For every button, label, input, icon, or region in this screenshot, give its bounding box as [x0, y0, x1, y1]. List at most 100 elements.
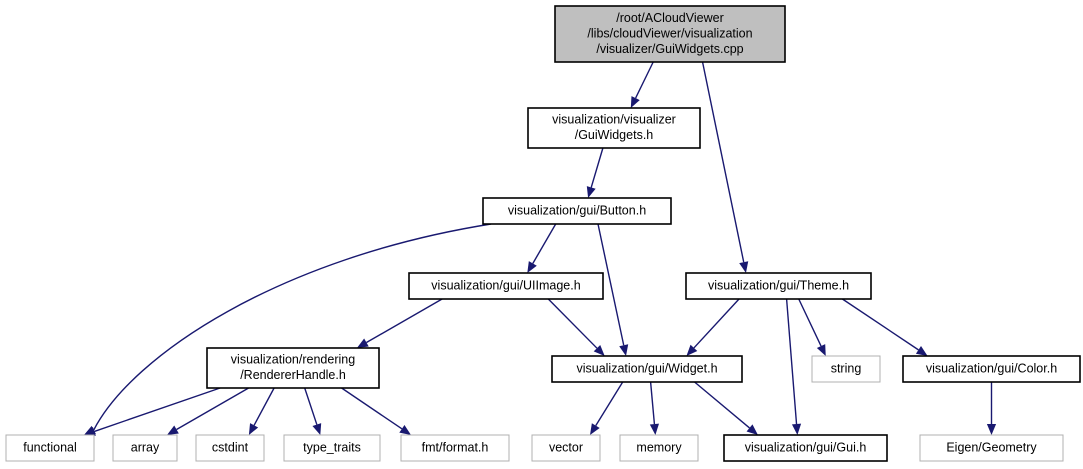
- graph-edge-widget_h-to-vector: [595, 381, 624, 427]
- graph-edge-arrowhead: [791, 423, 802, 435]
- graph-node-rendererhandle_h[interactable]: visualization/rendering/RendererHandle.h: [206, 347, 380, 389]
- graph-edge-arrowhead: [619, 344, 629, 356]
- graph-node-button_h[interactable]: visualization/gui/Button.h: [482, 197, 672, 225]
- graph-edge-arrowhead: [356, 338, 369, 348]
- graph-edge-arrowhead: [686, 344, 698, 356]
- graph-edge-rendererhandle_h-to-cstdint: [253, 387, 275, 426]
- graph-edge-arrowhead: [593, 344, 605, 356]
- graph-edge-arrowhead: [746, 424, 758, 435]
- graph-node-guiwidgets_h[interactable]: visualization/visualizer/GuiWidgets.h: [527, 107, 701, 149]
- graph-node-string[interactable]: string: [811, 355, 881, 383]
- node-label: Eigen/Geometry: [946, 440, 1037, 454]
- node-box[interactable]: [408, 272, 604, 300]
- node-label: functional: [23, 440, 77, 454]
- node-box[interactable]: [902, 355, 1081, 383]
- graph-edge-rendererhandle_h-to-array: [176, 387, 249, 431]
- graph-node-cstdint[interactable]: cstdint: [195, 434, 265, 462]
- graph-edge-guiwidgets_h-to-button_h: [590, 147, 604, 188]
- node-label: visualization/gui/Widget.h: [576, 361, 717, 375]
- node-label: /GuiWidgets.h: [575, 128, 654, 142]
- node-label: visualization/gui/Theme.h: [708, 278, 849, 292]
- node-label: vector: [549, 440, 583, 454]
- graph-edge-root-to-guiwidgets_h: [634, 61, 654, 99]
- node-label: /visualizer/GuiWidgets.cpp: [596, 42, 743, 56]
- graph-edge-arrowhead: [527, 261, 537, 273]
- graph-node-array[interactable]: array: [112, 434, 178, 462]
- node-box[interactable]: [112, 434, 178, 462]
- graph-edge-rendererhandle_h-to-type_traits: [304, 387, 318, 425]
- node-label: visualization/visualizer: [552, 113, 676, 127]
- graph-edge-uiimage_h-to-widget_h: [547, 298, 598, 349]
- graph-node-fmt_format_h[interactable]: fmt/format.h: [400, 434, 510, 462]
- node-box[interactable]: [283, 434, 381, 462]
- graph-edge-arrowhead: [739, 261, 749, 273]
- graph-edge-arrowhead: [986, 424, 997, 435]
- graph-edge-theme_h-to-widget_h: [693, 298, 740, 349]
- edge-layer: [84, 61, 997, 436]
- node-box[interactable]: [527, 107, 701, 149]
- node-label: visualization/gui/UIImage.h: [431, 278, 580, 292]
- graph-edge-root-to-theme_h: [701, 61, 745, 263]
- graph-edge-arrowhead: [915, 346, 928, 356]
- graph-edge-widget_h-to-memory: [649, 381, 656, 425]
- graph-edge-theme_h-to-string: [798, 298, 822, 347]
- graph-node-gui_h[interactable]: visualization/gui/Gui.h: [723, 434, 888, 462]
- node-box[interactable]: [811, 355, 881, 383]
- graph-edge-arrowhead: [312, 423, 322, 435]
- graph-node-color_h[interactable]: visualization/gui/Color.h: [902, 355, 1081, 383]
- graph-edge-rendererhandle_h-to-functional: [94, 387, 221, 433]
- node-box[interactable]: [482, 197, 672, 225]
- node-box[interactable]: [619, 434, 699, 462]
- graph-node-memory[interactable]: memory: [619, 434, 699, 462]
- node-box[interactable]: [400, 434, 510, 462]
- node-label: type_traits: [303, 440, 361, 454]
- graph-edge-button_h-to-functional: [93, 223, 492, 431]
- node-label: cstdint: [212, 440, 249, 454]
- graph-node-vector[interactable]: vector: [531, 434, 601, 462]
- graph-node-theme_h[interactable]: visualization/gui/Theme.h: [685, 272, 872, 300]
- graph-node-type_traits[interactable]: type_traits: [283, 434, 381, 462]
- graph-edge-arrowhead: [630, 96, 640, 108]
- graph-node-root[interactable]: /root/ACloudViewer/libs/cloudViewer/visu…: [554, 5, 786, 63]
- node-box[interactable]: [206, 347, 380, 389]
- graph-edge-widget_h-to-gui_h: [694, 381, 750, 429]
- graph-edge-uiimage_h-to-rendererhandle_h: [366, 298, 443, 344]
- graph-edge-arrowhead: [167, 425, 179, 435]
- node-layer: /root/ACloudViewer/libs/cloudViewer/visu…: [5, 5, 1081, 462]
- graph-edge-theme_h-to-gui_h: [785, 298, 798, 425]
- graph-edge-button_h-to-uiimage_h: [532, 223, 557, 264]
- node-label: visualization/gui/Gui.h: [745, 440, 867, 454]
- node-label: /RendererHandle.h: [240, 368, 346, 382]
- node-box[interactable]: [195, 434, 265, 462]
- node-box[interactable]: [551, 355, 743, 383]
- node-box[interactable]: [531, 434, 601, 462]
- graph-node-functional[interactable]: functional: [5, 434, 95, 462]
- node-box[interactable]: [723, 434, 888, 462]
- graph-node-uiimage_h[interactable]: visualization/gui/UIImage.h: [408, 272, 604, 300]
- node-label: visualization/gui/Button.h: [508, 203, 646, 217]
- graph-node-widget_h[interactable]: visualization/gui/Widget.h: [551, 355, 743, 383]
- graph-edge-arrowhead: [84, 427, 96, 436]
- graph-edge-arrowhead: [248, 423, 259, 435]
- graph-node-eigen_geometry[interactable]: Eigen/Geometry: [919, 434, 1064, 462]
- node-label: visualization/rendering: [231, 353, 355, 367]
- node-box[interactable]: [5, 434, 95, 462]
- graph-edge-rendererhandle_h-to-fmt_format_h: [341, 387, 403, 430]
- graph-edge-arrowhead: [649, 423, 659, 435]
- node-label: memory: [636, 440, 682, 454]
- node-label: array: [131, 440, 160, 454]
- graph-edge-theme_h-to-color_h: [842, 298, 919, 351]
- node-label: /root/ACloudViewer: [616, 11, 723, 25]
- node-box[interactable]: [919, 434, 1064, 462]
- graph-edge-arrowhead: [399, 425, 411, 435]
- node-label: fmt/format.h: [422, 440, 489, 454]
- node-label: visualization/gui/Color.h: [926, 361, 1057, 375]
- node-box[interactable]: [554, 5, 786, 63]
- node-box[interactable]: [685, 272, 872, 300]
- graph-edge-button_h-to-widget_h: [597, 223, 625, 346]
- graph-edge-arrowhead: [816, 344, 826, 356]
- node-label: string: [831, 361, 862, 375]
- graph-edge-arrowhead: [590, 423, 600, 435]
- node-label: /libs/cloudViewer/visualization: [587, 26, 752, 40]
